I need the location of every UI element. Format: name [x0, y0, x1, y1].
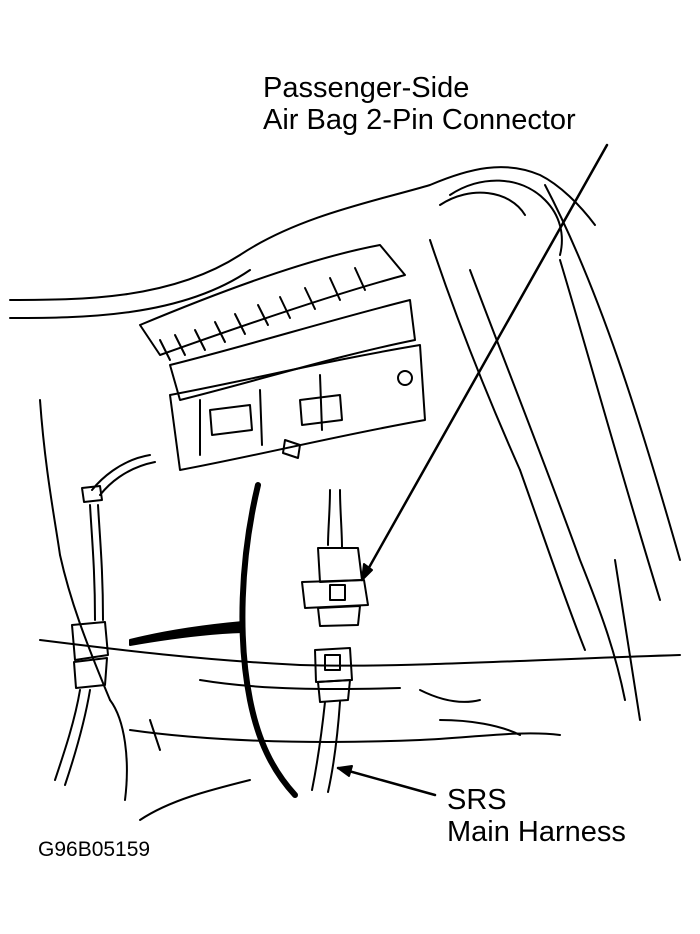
dashboard-outline [9, 166, 681, 821]
steering-shadow [129, 621, 244, 646]
steering-column-line [239, 482, 298, 798]
passenger-airbag-connector [301, 489, 369, 627]
left-connector [54, 454, 156, 786]
passenger-callout-line2: Air Bag 2-Pin Connector [263, 104, 576, 136]
srs-callout-line1: SRS [447, 784, 507, 816]
passenger-connector-callout: Passenger-Side Air Bag 2-Pin Connector [263, 72, 576, 136]
srs-harness-callout: SRS Main Harness [447, 784, 626, 848]
figure-code: G96B05159 [38, 838, 151, 861]
srs-callout-line2: Main Harness [447, 816, 626, 848]
passenger-callout-line1: Passenger-Side [263, 72, 470, 104]
leader-lines [336, 143, 609, 797]
airbag-module [139, 244, 426, 471]
srs-harness-connector [311, 647, 353, 793]
